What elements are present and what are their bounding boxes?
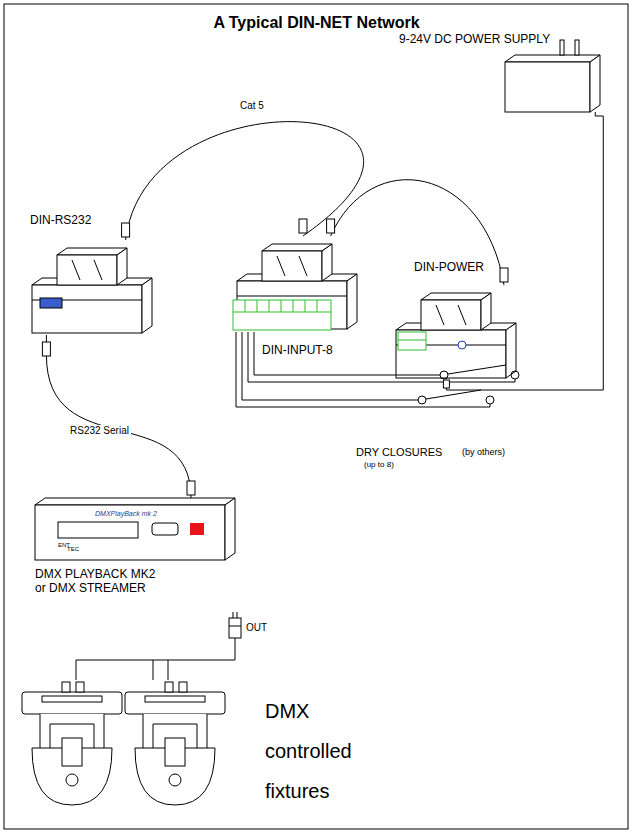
device-label: DIN-POWER	[414, 261, 484, 275]
panel-text: TEC	[67, 546, 79, 553]
note-text: fixtures	[265, 780, 329, 802]
device-node: DIN-RS232	[32, 240, 152, 335]
device-node: DIN-POWER	[396, 285, 516, 380]
device-label: DMX PLAYBACK MK2 or DMX STREAMER	[35, 568, 165, 596]
note-text: DMX	[265, 700, 309, 722]
note-text: DRY CLOSURES	[356, 446, 442, 458]
device-label: DIN-INPUT-8	[262, 344, 333, 358]
cable	[331, 180, 504, 285]
rj45-plug	[500, 268, 508, 282]
connector-label: OUT	[246, 622, 267, 633]
device-label: DIN-RS232	[30, 214, 91, 228]
cable	[46, 335, 191, 498]
cable-label: RS232 Serial	[68, 425, 131, 436]
rj45-plug	[327, 219, 335, 233]
rj45-plug	[299, 219, 307, 233]
device-node: 9-24V DC POWER SUPPLY	[505, 55, 600, 112]
device-label: 9-24V DC POWER SUPPLY	[399, 33, 550, 47]
device-node: DIN-INPUT-8	[237, 236, 357, 336]
rj45-plug	[122, 223, 130, 237]
cable	[446, 112, 603, 390]
diagram-title: A Typical DIN-NET Network	[0, 14, 633, 32]
note-text: (by others)	[462, 448, 505, 458]
cable-label: Cat 5	[238, 100, 266, 111]
device-node: DMXPlayBack mk 2ENTTECDMX PLAYBACK MK2 o…	[35, 498, 235, 560]
dc-jack	[443, 380, 449, 388]
note-text: (up to 8)	[364, 461, 394, 470]
note-text: controlled	[265, 740, 352, 762]
panel-text: DMXPlayBack mk 2	[95, 510, 157, 518]
rj45-plug	[187, 481, 195, 495]
rj45-plug	[42, 342, 50, 356]
cable	[126, 122, 364, 240]
